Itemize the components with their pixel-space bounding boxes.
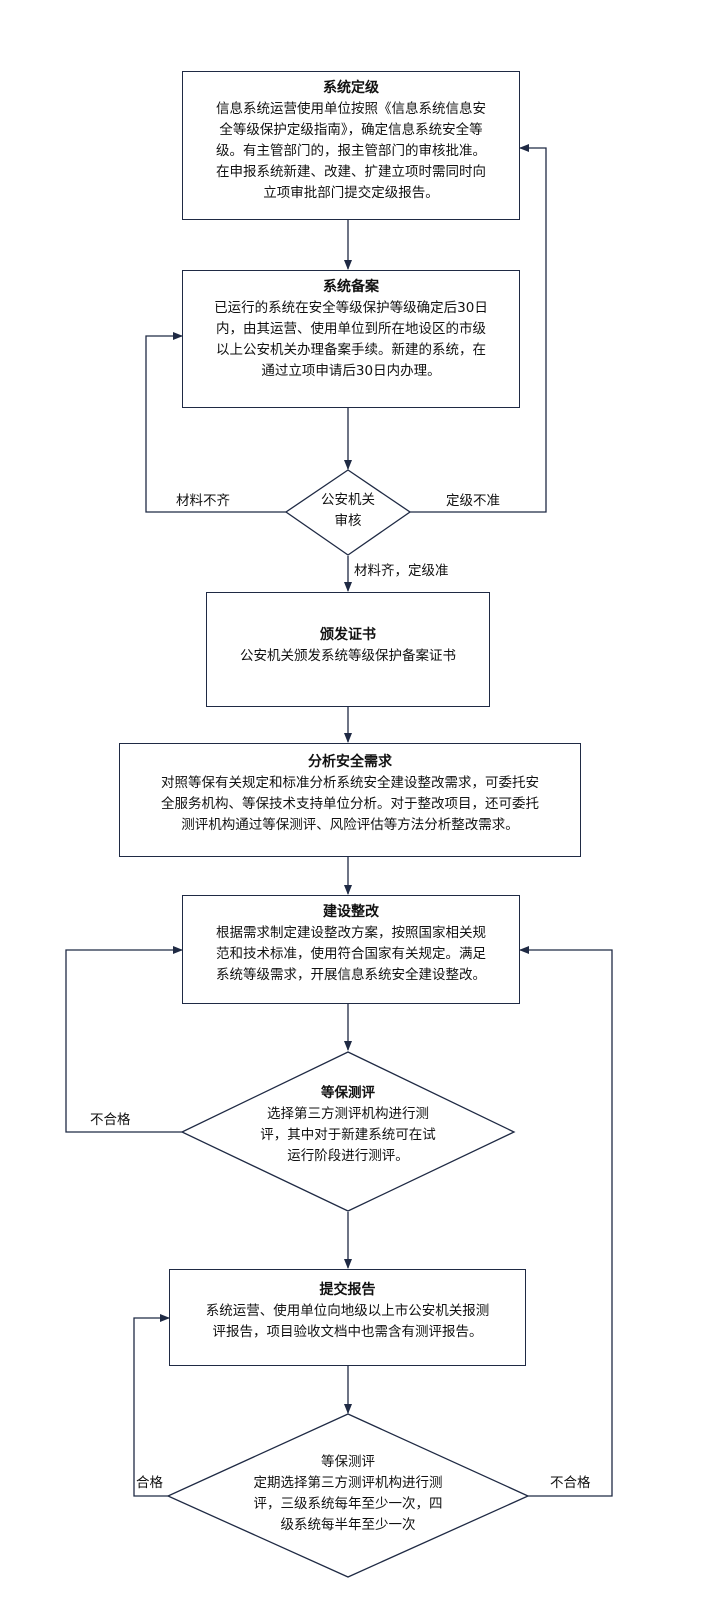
box-issue-certificate-line: 公安机关颁发系统等级保护备案证书: [240, 648, 456, 664]
box-analyze-requirements: 分析安全需求 对照等保有关规定和标准分析系统安全建设整改需求，可委托安 全服务机…: [119, 743, 581, 857]
box-submit-report-title: 提交报告: [319, 1282, 376, 1298]
diamond-periodic: [166, 1413, 530, 1578]
diamond-assessment-line: 评，其中对于新建系统可在试: [260, 1127, 436, 1143]
label-assessment-fail: 不合格: [90, 1112, 131, 1128]
box-system-grading-title: 系统定级: [323, 80, 379, 96]
box-system-filing-line: 内，由其运营、使用单位到所在地设区的市级: [216, 321, 486, 337]
box-analyze-requirements-line: 对照等保有关规定和标准分析系统安全建设整改需求，可委托安: [161, 775, 539, 791]
box-system-filing-line: 以上公安机关办理备案手续。新建的系统，在: [216, 342, 486, 358]
box-system-grading: 系统定级 信息系统运营使用单位按照《信息系统信息安 全等级保护定级指南》，确定信…: [182, 71, 520, 220]
box-system-grading-line: 信息系统运营使用单位按照《信息系统信息安: [216, 101, 486, 117]
label-materials-incomplete: 材料不齐: [176, 493, 230, 509]
box-system-filing: 系统备案 已运行的系统在安全等级保护等级确定后30日 内，由其运营、使用单位到所…: [182, 270, 520, 408]
box-analyze-requirements-line: 测评机构通过等保测评、风险评估等方法分析整改需求。: [181, 817, 519, 833]
box-construction-rectify-line: 范和技术标准，使用符合国家有关规定。满足: [216, 946, 486, 962]
box-system-grading-line: 立项审批部门提交定级报告。: [263, 185, 439, 201]
loop-grading-rejected: [410, 144, 547, 513]
box-submit-report-line: 系统运营、使用单位向地级以上市公安机关报测: [205, 1303, 490, 1319]
box-analyze-requirements-line: 全服务机构、等保技术支持单位分析。对于整改项目，还可委托: [161, 796, 539, 812]
box-construction-rectify-line: 系统等级需求，开展信息系统安全建设整改。: [216, 967, 486, 983]
box-system-grading-line: 级。有主管部门的，报主管部门的审核批准。: [216, 143, 486, 159]
box-issue-certificate: 颁发证书 公安机关颁发系统等级保护备案证书: [206, 592, 490, 707]
box-system-grading-line: 在申报系统新建、改建、扩建立项时需同时向: [216, 164, 486, 180]
loop-periodic-pass: [133, 1314, 170, 1497]
loop-assessment-fail: [65, 946, 183, 1133]
diamond-police-review: [284, 469, 412, 556]
diamond-assessment-line: 运行阶段进行测评。: [287, 1148, 409, 1164]
diamond-periodic-line: 定期选择第三方测评机构进行测: [253, 1475, 443, 1491]
diamond-periodic-line: 级系统每半年至少一次: [280, 1517, 416, 1533]
loop-periodic-fail: [519, 946, 613, 1497]
diamond-assessment: [180, 1051, 516, 1212]
box-submit-report: 提交报告 系统运营、使用单位向地级以上市公安机关报测 评报告，项目验收文档中也需…: [169, 1269, 526, 1366]
diamond-periodic-title: 等保测评: [321, 1454, 375, 1470]
diamond-police-review-text: 公安机关 审核: [298, 490, 398, 532]
box-analyze-requirements-title: 分析安全需求: [308, 754, 392, 770]
diamond-police-review-line: 审核: [334, 513, 362, 529]
box-system-filing-line: 通过立项申请后30日内办理。: [261, 363, 441, 379]
diamond-assessment-text: 等保测评 选择第三方测评机构进行测 评，其中对于新建系统可在试 运行阶段进行测评…: [228, 1083, 468, 1167]
box-system-filing-line: 已运行的系统在安全等级保护等级确定后30日: [214, 300, 488, 316]
loop-materials-incomplete: [145, 332, 286, 513]
box-system-filing-title: 系统备案: [323, 279, 379, 295]
label-materials-ok: 材料齐，定级准: [354, 563, 449, 579]
box-issue-certificate-title: 颁发证书: [320, 627, 376, 643]
diamond-periodic-text: 等保测评 定期选择第三方测评机构进行测 评，三级系统每年至少一次，四 级系统每半…: [218, 1452, 478, 1536]
label-periodic-fail: 不合格: [550, 1475, 591, 1491]
diamond-assessment-line: 选择第三方测评机构进行测: [267, 1106, 429, 1122]
diamond-periodic-line: 评，三级系统每年至少一次，四: [253, 1496, 443, 1512]
box-construction-rectify: 建设整改 根据需求制定建设整改方案，按照国家相关规 范和技术标准，使用符合国家有…: [182, 895, 520, 1004]
diamond-police-review-line: 公安机关: [321, 492, 375, 508]
box-construction-rectify-title: 建设整改: [323, 904, 379, 920]
diamond-assessment-title: 等保测评: [321, 1085, 375, 1101]
label-periodic-pass: 合格: [136, 1475, 163, 1491]
box-submit-report-line: 评报告，项目验收文档中也需含有测评报告。: [212, 1324, 483, 1340]
label-grading-rejected: 定级不准: [446, 493, 500, 509]
box-construction-rectify-line: 根据需求制定建设整改方案，按照国家相关规: [216, 925, 486, 941]
box-system-grading-line: 全等级保护定级指南》，确定信息系统安全等: [219, 122, 483, 138]
